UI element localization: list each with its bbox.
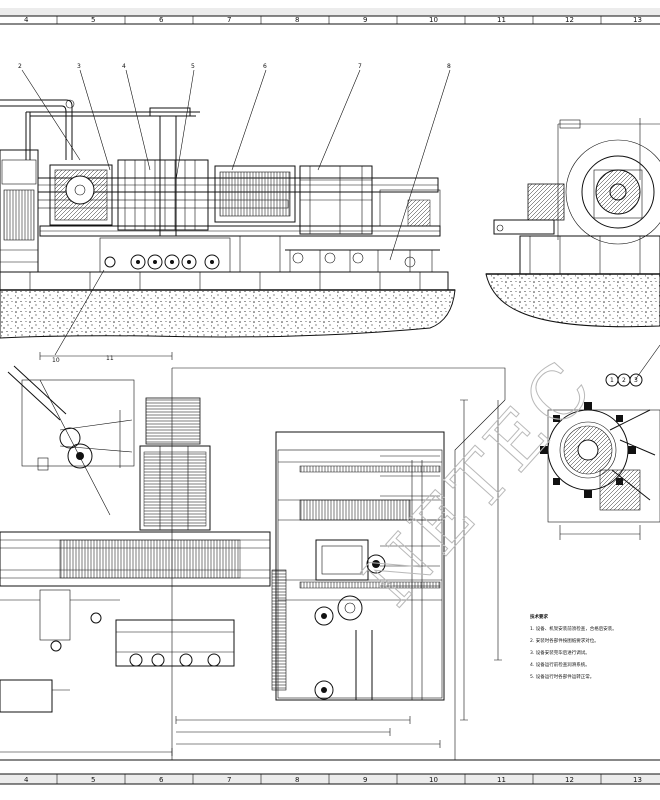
zone-number: 7 — [227, 776, 231, 784]
zone-number: 4 — [24, 16, 29, 24]
zone-number: 5 — [91, 776, 95, 784]
technical-notes: 技术要求 1. 设备、机架安装前须检查，合格后安装。 2. 安装时各部件按图纸要… — [530, 613, 617, 680]
callout-label: 11 — [106, 355, 114, 362]
callout-label: 4 — [122, 63, 126, 70]
section-view-drum — [540, 402, 660, 540]
zone-number: 4 — [24, 776, 29, 784]
callout-label: 3 — [77, 63, 81, 70]
callout-label: 8 — [447, 63, 451, 70]
zone-number: 9 — [363, 776, 367, 784]
zone-number: 12 — [565, 16, 574, 24]
callout-circle-label: 3 — [634, 377, 638, 384]
callout-label: 10 — [52, 357, 60, 364]
callout-circle-label: 1 — [610, 377, 614, 384]
note-item: 3. 设备安装完毕后进行调试。 — [530, 649, 590, 656]
zone-number: 6 — [159, 16, 164, 24]
main-elevation-view: 2 3 4 5 6 7 8 10 11 — [0, 63, 456, 516]
zone-numbers-bottom: 4 5 6 7 8 9 10 11 12 13 — [24, 776, 642, 784]
roll-wheels — [104, 254, 220, 270]
zone-number: 6 — [159, 776, 164, 784]
callout-circle-label: 2 — [622, 377, 626, 384]
zone-number: 12 — [565, 776, 574, 784]
zone-dividers — [56, 16, 602, 784]
callout-label: 5 — [191, 63, 195, 70]
zone-number: 13 — [633, 16, 642, 24]
zone-number: 10 — [429, 16, 438, 24]
callout-label: 2 — [18, 63, 22, 70]
note-item: 1. 设备、机架安装前须检查，合格后安装。 — [530, 625, 617, 632]
dimension-lines — [0, 352, 502, 756]
side-view — [485, 118, 660, 328]
zone-number: 9 — [363, 16, 367, 24]
zone-number: 11 — [497, 776, 506, 784]
plan-view — [0, 352, 506, 760]
callout-label: 6 — [263, 63, 267, 70]
note-item: 2. 安装时各部件按图纸要求对位。 — [530, 637, 599, 644]
circle-callouts: 1 2 3 — [605, 344, 660, 387]
note-item: 4. 设备运行前检查润滑系统。 — [530, 661, 590, 668]
zone-number: 8 — [295, 16, 299, 24]
zone-number: 13 — [633, 776, 642, 784]
note-item: 5. 设备运行时各部件运转正常。 — [530, 673, 594, 680]
zone-number: 5 — [91, 16, 95, 24]
zone-number: 8 — [295, 776, 299, 784]
notes-title: 技术要求 — [530, 613, 548, 620]
zone-number: 11 — [497, 16, 506, 24]
zone-number: 10 — [429, 776, 438, 784]
callout-label: 7 — [358, 63, 362, 70]
zone-numbers-top: 4 5 6 7 8 9 10 11 12 13 — [24, 16, 642, 24]
callout-circle — [629, 373, 643, 387]
zone-number: 7 — [227, 16, 231, 24]
